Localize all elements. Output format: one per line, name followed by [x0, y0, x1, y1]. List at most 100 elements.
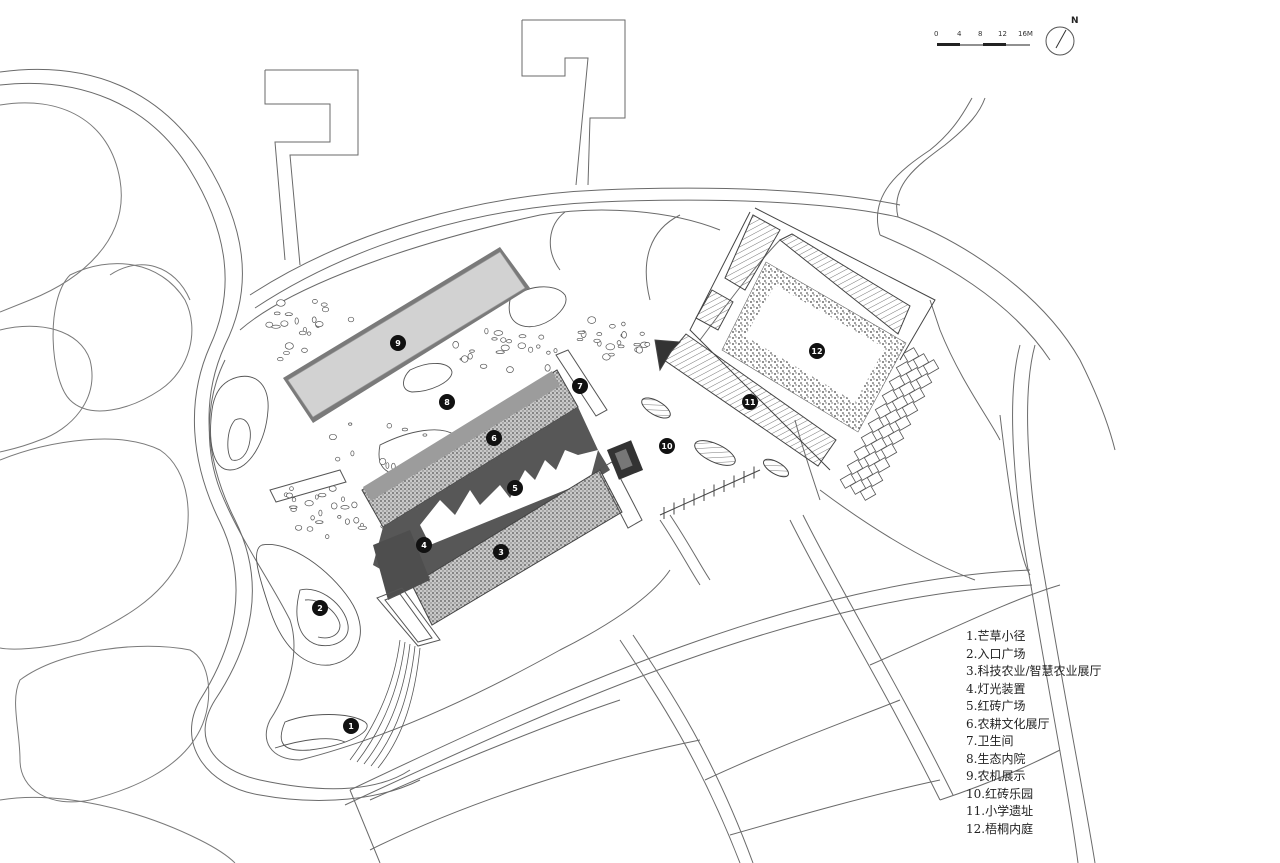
stone [506, 339, 512, 344]
stone [318, 509, 323, 517]
stone [479, 363, 488, 369]
stone [621, 331, 627, 339]
marker-number: 5 [512, 484, 518, 493]
marker-number: 9 [395, 339, 401, 348]
north-paths [264, 19, 626, 266]
marker-dot [493, 544, 509, 560]
stone [576, 337, 584, 342]
stone [536, 344, 541, 349]
stone [277, 357, 284, 362]
stone [553, 348, 558, 354]
legend-item-5: 5.红砖广场 [966, 699, 1026, 713]
stone [593, 338, 601, 343]
stone [546, 350, 551, 355]
stone [491, 337, 498, 341]
stone [321, 306, 330, 313]
stone [379, 457, 387, 466]
marker-7: 7 [572, 378, 588, 394]
marker-number: 3 [498, 548, 504, 557]
stone [633, 342, 641, 347]
legend-item-9: 9.农机展示 [966, 769, 1026, 783]
stone [340, 505, 350, 510]
marker-1: 1 [343, 718, 359, 734]
marker-dot [312, 600, 328, 616]
stone [587, 316, 597, 324]
stone [320, 302, 328, 307]
building-3-agri-hall [411, 469, 623, 626]
stone [469, 349, 475, 353]
light-installation [373, 530, 430, 600]
legend-item-10: 10.红砖乐园 [966, 786, 1034, 801]
marker-10: 10 [659, 438, 675, 454]
marker-dot [390, 335, 406, 351]
legend-item-3: 3.科技农业/智慧农业展厅 [966, 664, 1102, 678]
stone [351, 501, 358, 509]
marker-number: 8 [444, 398, 450, 407]
stone [291, 497, 297, 503]
stone [608, 352, 615, 357]
stone [337, 515, 342, 519]
stone [306, 331, 312, 336]
marker-dot [659, 438, 675, 454]
grid-block [915, 373, 933, 389]
stone [544, 364, 551, 372]
marker-dot [416, 537, 432, 553]
stone [596, 332, 603, 337]
marker-number: 4 [421, 541, 427, 550]
marker-number: 1 [348, 722, 354, 731]
legend-item-2: 2.入口广场 [966, 646, 1026, 661]
stone [602, 353, 611, 361]
field-outlines [0, 102, 236, 863]
stone [609, 324, 616, 329]
stone [386, 423, 392, 429]
marker-8: 8 [439, 394, 455, 410]
legend-item-8: 8.生态内院 [966, 751, 1026, 766]
marker-4: 4 [416, 537, 432, 553]
grid-block [908, 387, 926, 403]
stone [330, 502, 338, 510]
stone [617, 344, 625, 349]
stone [517, 342, 526, 349]
site-boundary [208, 209, 1001, 761]
marker-dot [439, 394, 455, 410]
stone [295, 524, 303, 531]
legend-item-6: 6.农耕文化展厅 [966, 716, 1050, 731]
stone [353, 517, 360, 524]
stone [621, 321, 626, 327]
stone [314, 494, 319, 500]
stone [350, 450, 355, 457]
legend-item-1: 1.芒草小径 [966, 629, 1026, 643]
stone [341, 496, 345, 502]
marker-dot [343, 718, 359, 734]
stone [301, 347, 308, 353]
marker-dot [742, 394, 758, 410]
grid-block [887, 429, 905, 445]
scale-bar: 0 4 8 12 16M [934, 30, 1033, 46]
grid-block [866, 471, 884, 487]
marker-number: 7 [577, 382, 583, 391]
marker-dot [507, 480, 523, 496]
stone [276, 299, 286, 307]
stone [298, 330, 307, 336]
marker-dot [572, 378, 588, 394]
marker-number: 10 [661, 442, 673, 451]
stone [357, 525, 367, 530]
red-brick-plaza [373, 407, 610, 590]
marker-3: 3 [493, 544, 509, 560]
grid-block [894, 415, 912, 431]
stone [325, 534, 330, 539]
legend-list: 1.芒草小径 2.入口广场 3.科技农业/智慧农业展厅 4.灯光装置 5.红砖广… [966, 628, 1102, 838]
stone [304, 500, 314, 507]
playground-elements [606, 397, 789, 519]
legend-item-4: 4.灯光装置 [966, 681, 1026, 696]
grid-block [901, 401, 919, 417]
scale-tick-12: 12 [998, 30, 1007, 38]
stone [452, 341, 459, 349]
stone [616, 340, 622, 346]
scale-tick-16: 16M [1018, 30, 1033, 38]
marker-number: 11 [744, 398, 756, 407]
stone [484, 327, 489, 335]
stone [310, 515, 315, 521]
